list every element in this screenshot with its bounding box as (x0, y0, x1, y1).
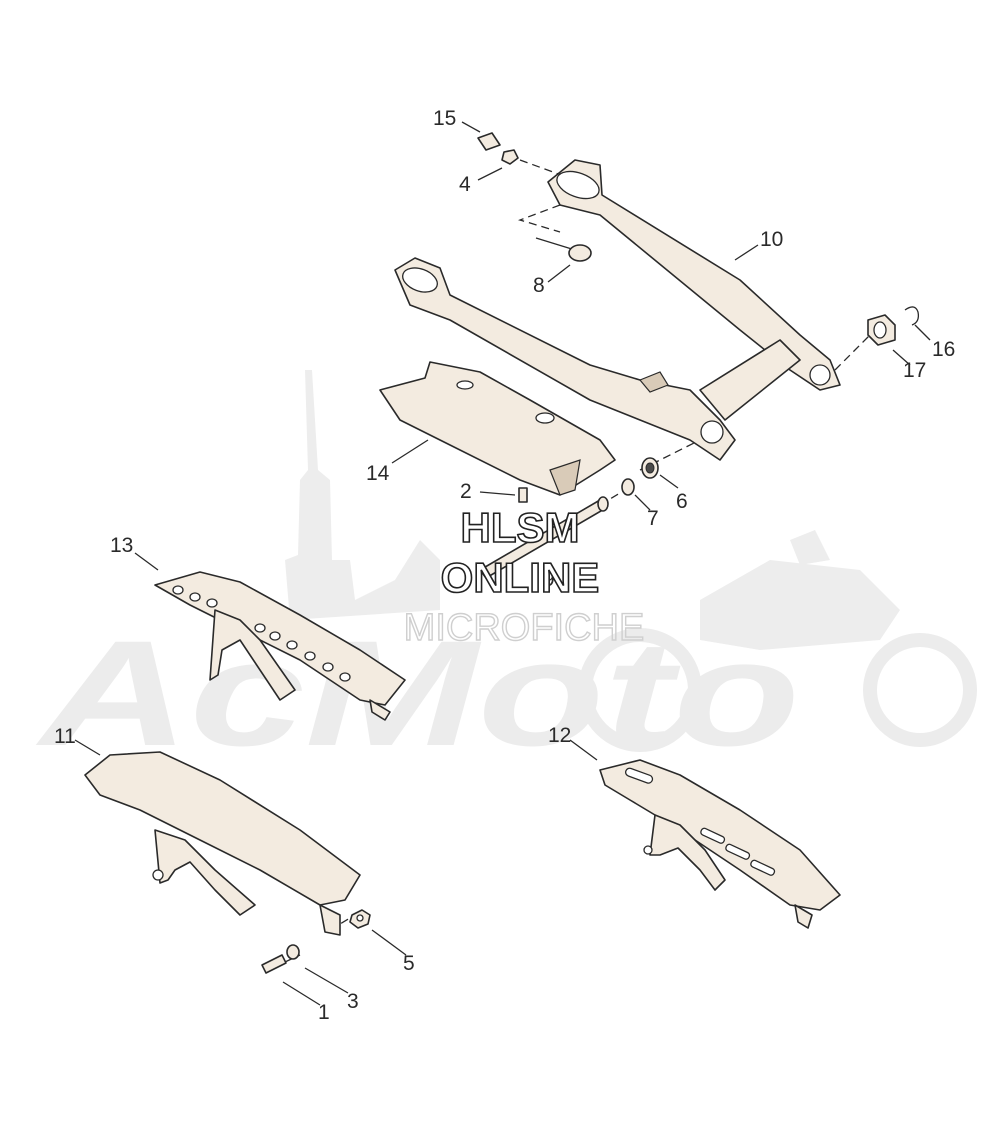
callout-7: 7 (647, 507, 659, 530)
stamp-line-online: ONLINE (441, 554, 600, 601)
watermark-logo: AcMoto (34, 370, 977, 777)
clip-16 (904, 306, 920, 326)
belt-guard-11 (84, 751, 361, 936)
washer-3 (286, 944, 300, 960)
callout-16: 16 (932, 338, 955, 361)
bolt-1 (261, 954, 287, 974)
callout-8: 8 (533, 274, 545, 297)
bushing-17 (867, 314, 896, 346)
bolt-8 (535, 237, 592, 262)
callout-11: 11 (54, 725, 76, 748)
bearing-6 (641, 457, 659, 479)
swingarm (394, 159, 841, 461)
callout-numbers: 15 4 8 10 16 17 14 2 6 7 9 13 11 12 5 3 … (54, 107, 955, 1024)
leader-lines (74, 121, 931, 1006)
axle-9 (479, 496, 609, 579)
sleeve-15 (477, 132, 501, 151)
callout-6: 6 (676, 490, 688, 513)
nut-4 (501, 149, 519, 165)
callout-3: 3 (347, 990, 359, 1013)
stamp-line-microfiche: MICROFICHE (404, 607, 645, 649)
callout-4: 4 (459, 173, 471, 196)
callout-5: 5 (403, 952, 415, 975)
lower-chain-guard (379, 361, 616, 496)
belt-guard-12 (599, 759, 841, 929)
callout-12: 12 (548, 724, 571, 747)
watermark-motorcycle (578, 530, 977, 752)
watermark-spire (285, 370, 440, 620)
callout-13: 13 (110, 534, 133, 557)
washer-7 (621, 478, 635, 496)
screw-2 (518, 487, 528, 503)
callout-2: 2 (460, 480, 472, 503)
callout-1: 1 (318, 1001, 330, 1024)
callout-14: 14 (366, 462, 390, 485)
callout-15: 15 (433, 107, 456, 130)
callout-17: 17 (903, 359, 926, 382)
callout-9: 9 (543, 568, 555, 591)
stamp-line-hlsm: HLSM (461, 504, 580, 551)
callout-10: 10 (760, 228, 783, 251)
watermark-brand: AcMoto (34, 609, 800, 777)
belt-guard-13 (154, 571, 406, 721)
hlsm-stamp: HLSM ONLINE MICROFICHE (403, 503, 645, 650)
nut-5 (349, 909, 371, 929)
